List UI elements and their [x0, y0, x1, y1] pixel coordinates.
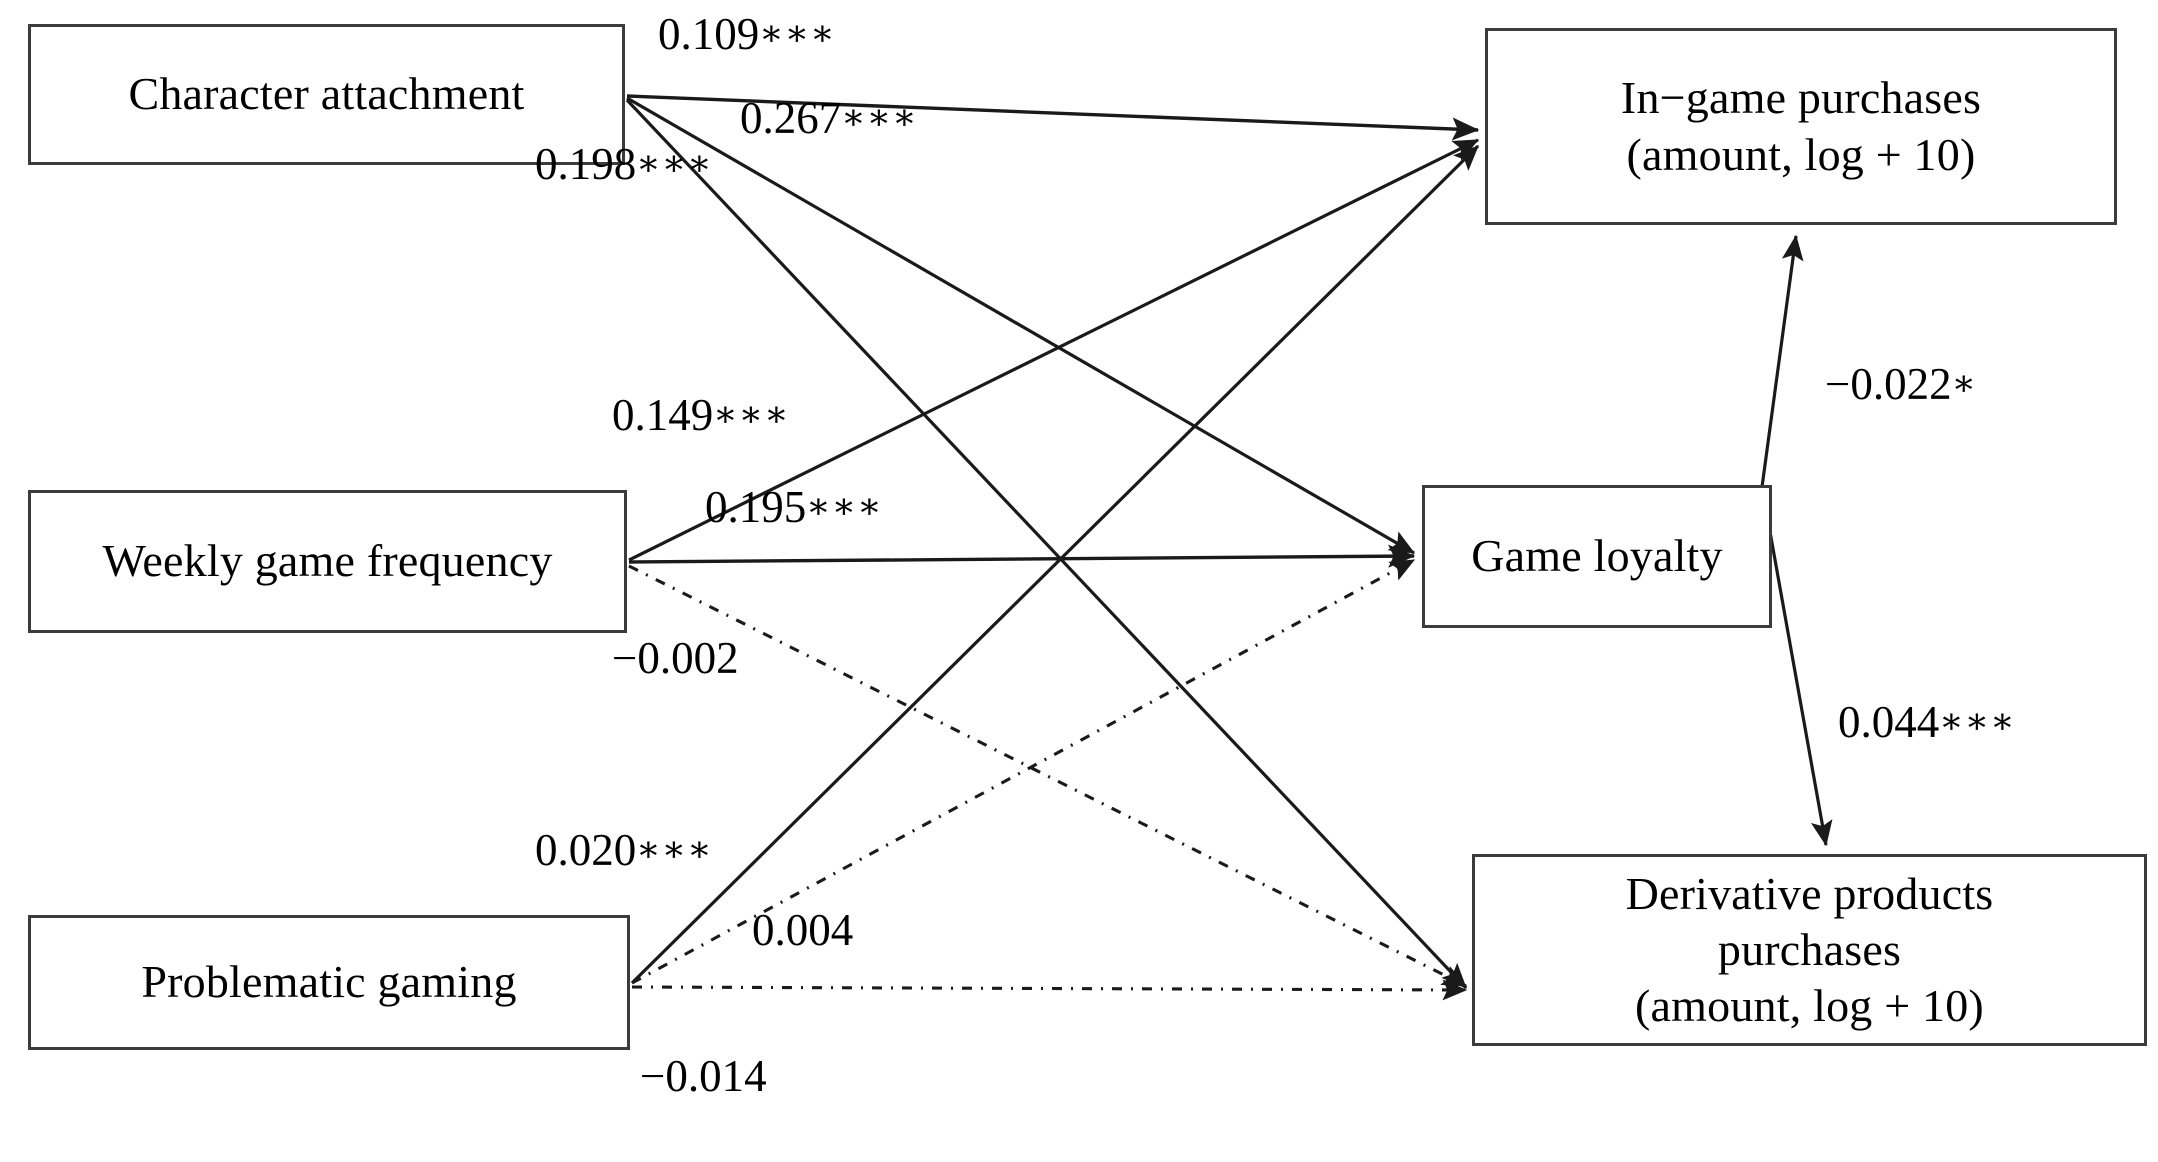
significance-stars: ∗∗∗ [713, 394, 790, 434]
coefficient-value: 0.195 [705, 482, 807, 532]
edge-game-loyalty-to-in-game-purchases [1760, 234, 1804, 488]
path-label-problematic-gaming-to-derivative-products: −0.014 [640, 1054, 767, 1099]
coefficient-value: 0.198 [535, 139, 637, 189]
coefficient-value: −0.014 [640, 1051, 767, 1101]
node-in-game-purchases[interactable]: In−game purchases (amount, log + 10) [1485, 28, 2117, 225]
coefficient-value: 0.004 [752, 905, 854, 955]
edge-game-loyalty-to-derivative-products [1760, 486, 1833, 847]
edge-weekly-game-frequency-to-game-loyalty [628, 544, 1416, 568]
node-label-weekly-game-frequency: Weekly game frequency [102, 535, 553, 587]
coefficient-value: 0.109 [658, 9, 760, 59]
coefficient-value: −0.002 [612, 633, 739, 683]
coefficient-value: 0.267 [740, 93, 842, 143]
path-label-problematic-gaming-to-in-game-purchases: 0.020∗∗∗ [535, 828, 713, 873]
node-character-attachment[interactable]: Character attachment [28, 24, 625, 165]
coefficient-value: 0.044 [1838, 697, 1940, 747]
path-label-weekly-game-frequency-to-derivative-products: −0.002 [612, 636, 739, 681]
path-label-game-loyalty-to-derivative-products: 0.044∗∗∗ [1838, 700, 2016, 745]
path-label-character-attachment-to-in-game-purchases: 0.109∗∗∗ [658, 12, 836, 57]
node-label-in-game-purchases: In−game purchases (amount, log + 10) [1620, 72, 1982, 180]
edge-character-attachment-to-game-loyalty [626, 96, 1416, 555]
coefficient-value: −0.022 [1825, 359, 1952, 409]
significance-stars: ∗∗∗ [636, 143, 713, 183]
significance-stars: ∗∗∗ [1939, 701, 2016, 741]
node-derivative-products-purchases[interactable]: Derivative products purchases (amount, l… [1472, 854, 2147, 1046]
node-label-game-loyalty: Game loyalty [1471, 530, 1723, 582]
path-label-weekly-game-frequency-to-in-game-purchases: 0.149∗∗∗ [612, 393, 790, 438]
coefficient-value: 0.149 [612, 390, 714, 440]
significance-stars: ∗∗∗ [636, 829, 713, 869]
coefficient-value: 0.020 [535, 825, 637, 875]
path-label-weekly-game-frequency-to-game-loyalty: 0.195∗∗∗ [705, 485, 883, 530]
edge-weekly-game-frequency-to-derivative-products [628, 564, 1468, 988]
edge-problematic-gaming-to-in-game-purchases [630, 144, 1480, 985]
path-label-game-loyalty-to-in-game-purchases: −0.022∗ [1825, 362, 1977, 407]
node-game-loyalty[interactable]: Game loyalty [1422, 485, 1772, 628]
node-problematic-gaming[interactable]: Problematic gaming [28, 915, 630, 1050]
edge-character-attachment-to-derivative-products [625, 98, 1468, 990]
significance-stars: ∗∗∗ [806, 486, 883, 526]
edge-weekly-game-frequency-to-in-game-purchases [628, 138, 1480, 562]
edge-problematic-gaming-to-derivative-products [631, 979, 1468, 1001]
edge-character-attachment-to-in-game-purchases [626, 94, 1480, 141]
path-label-problematic-gaming-to-game-loyalty: 0.004 [752, 908, 853, 953]
significance-stars: ∗ [1951, 363, 1978, 403]
node-label-problematic-gaming: Problematic gaming [141, 956, 517, 1008]
node-weekly-game-frequency[interactable]: Weekly game frequency [28, 490, 627, 633]
node-label-character-attachment: Character attachment [128, 68, 525, 120]
edge-problematic-gaming-to-game-loyalty [631, 558, 1416, 985]
significance-stars: ∗∗∗ [759, 13, 836, 53]
significance-stars: ∗∗∗ [841, 97, 918, 137]
path-label-character-attachment-to-derivative-products: 0.198∗∗∗ [535, 142, 713, 187]
path-label-character-attachment-to-game-loyalty: 0.267∗∗∗ [740, 96, 918, 141]
node-label-derivative-products-purchases: Derivative products purchases (amount, l… [1625, 867, 1994, 1032]
